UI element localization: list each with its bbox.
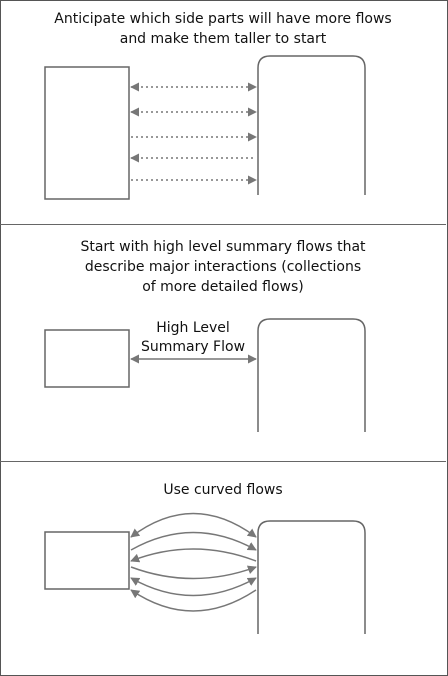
curved-flow-arrow [130, 589, 257, 612]
panel-caption: Anticipate which side parts will have mo… [54, 11, 392, 47]
flow-label: High Level Summary Flow [140, 320, 246, 355]
curved-flow-arrow [130, 577, 257, 597]
target-part-open [257, 520, 366, 634]
curved-flow-arrow [130, 565, 257, 580]
curved-flow-arrow [130, 548, 257, 563]
panel-caption: Start with high level summary flows that… [80, 239, 366, 295]
dotted-flows [130, 82, 257, 185]
source-box [44, 66, 130, 200]
panel-divider [0, 461, 446, 462]
panel-divider [0, 224, 446, 225]
curved-flow-arrow [130, 512, 257, 538]
panel-summary-flows: Start with high level summary flows that… [0, 225, 446, 461]
source-box [44, 531, 130, 590]
target-part-open [257, 55, 366, 195]
curved-flows [130, 512, 257, 612]
panel-curved-flows: Use curved flows [0, 462, 446, 674]
panel-tall-parts: Anticipate which side parts will have mo… [0, 0, 446, 224]
curved-flow-arrow [130, 531, 257, 551]
panel-caption: Use curved flows [163, 482, 283, 498]
target-part-open [257, 318, 366, 432]
source-box [44, 329, 130, 388]
